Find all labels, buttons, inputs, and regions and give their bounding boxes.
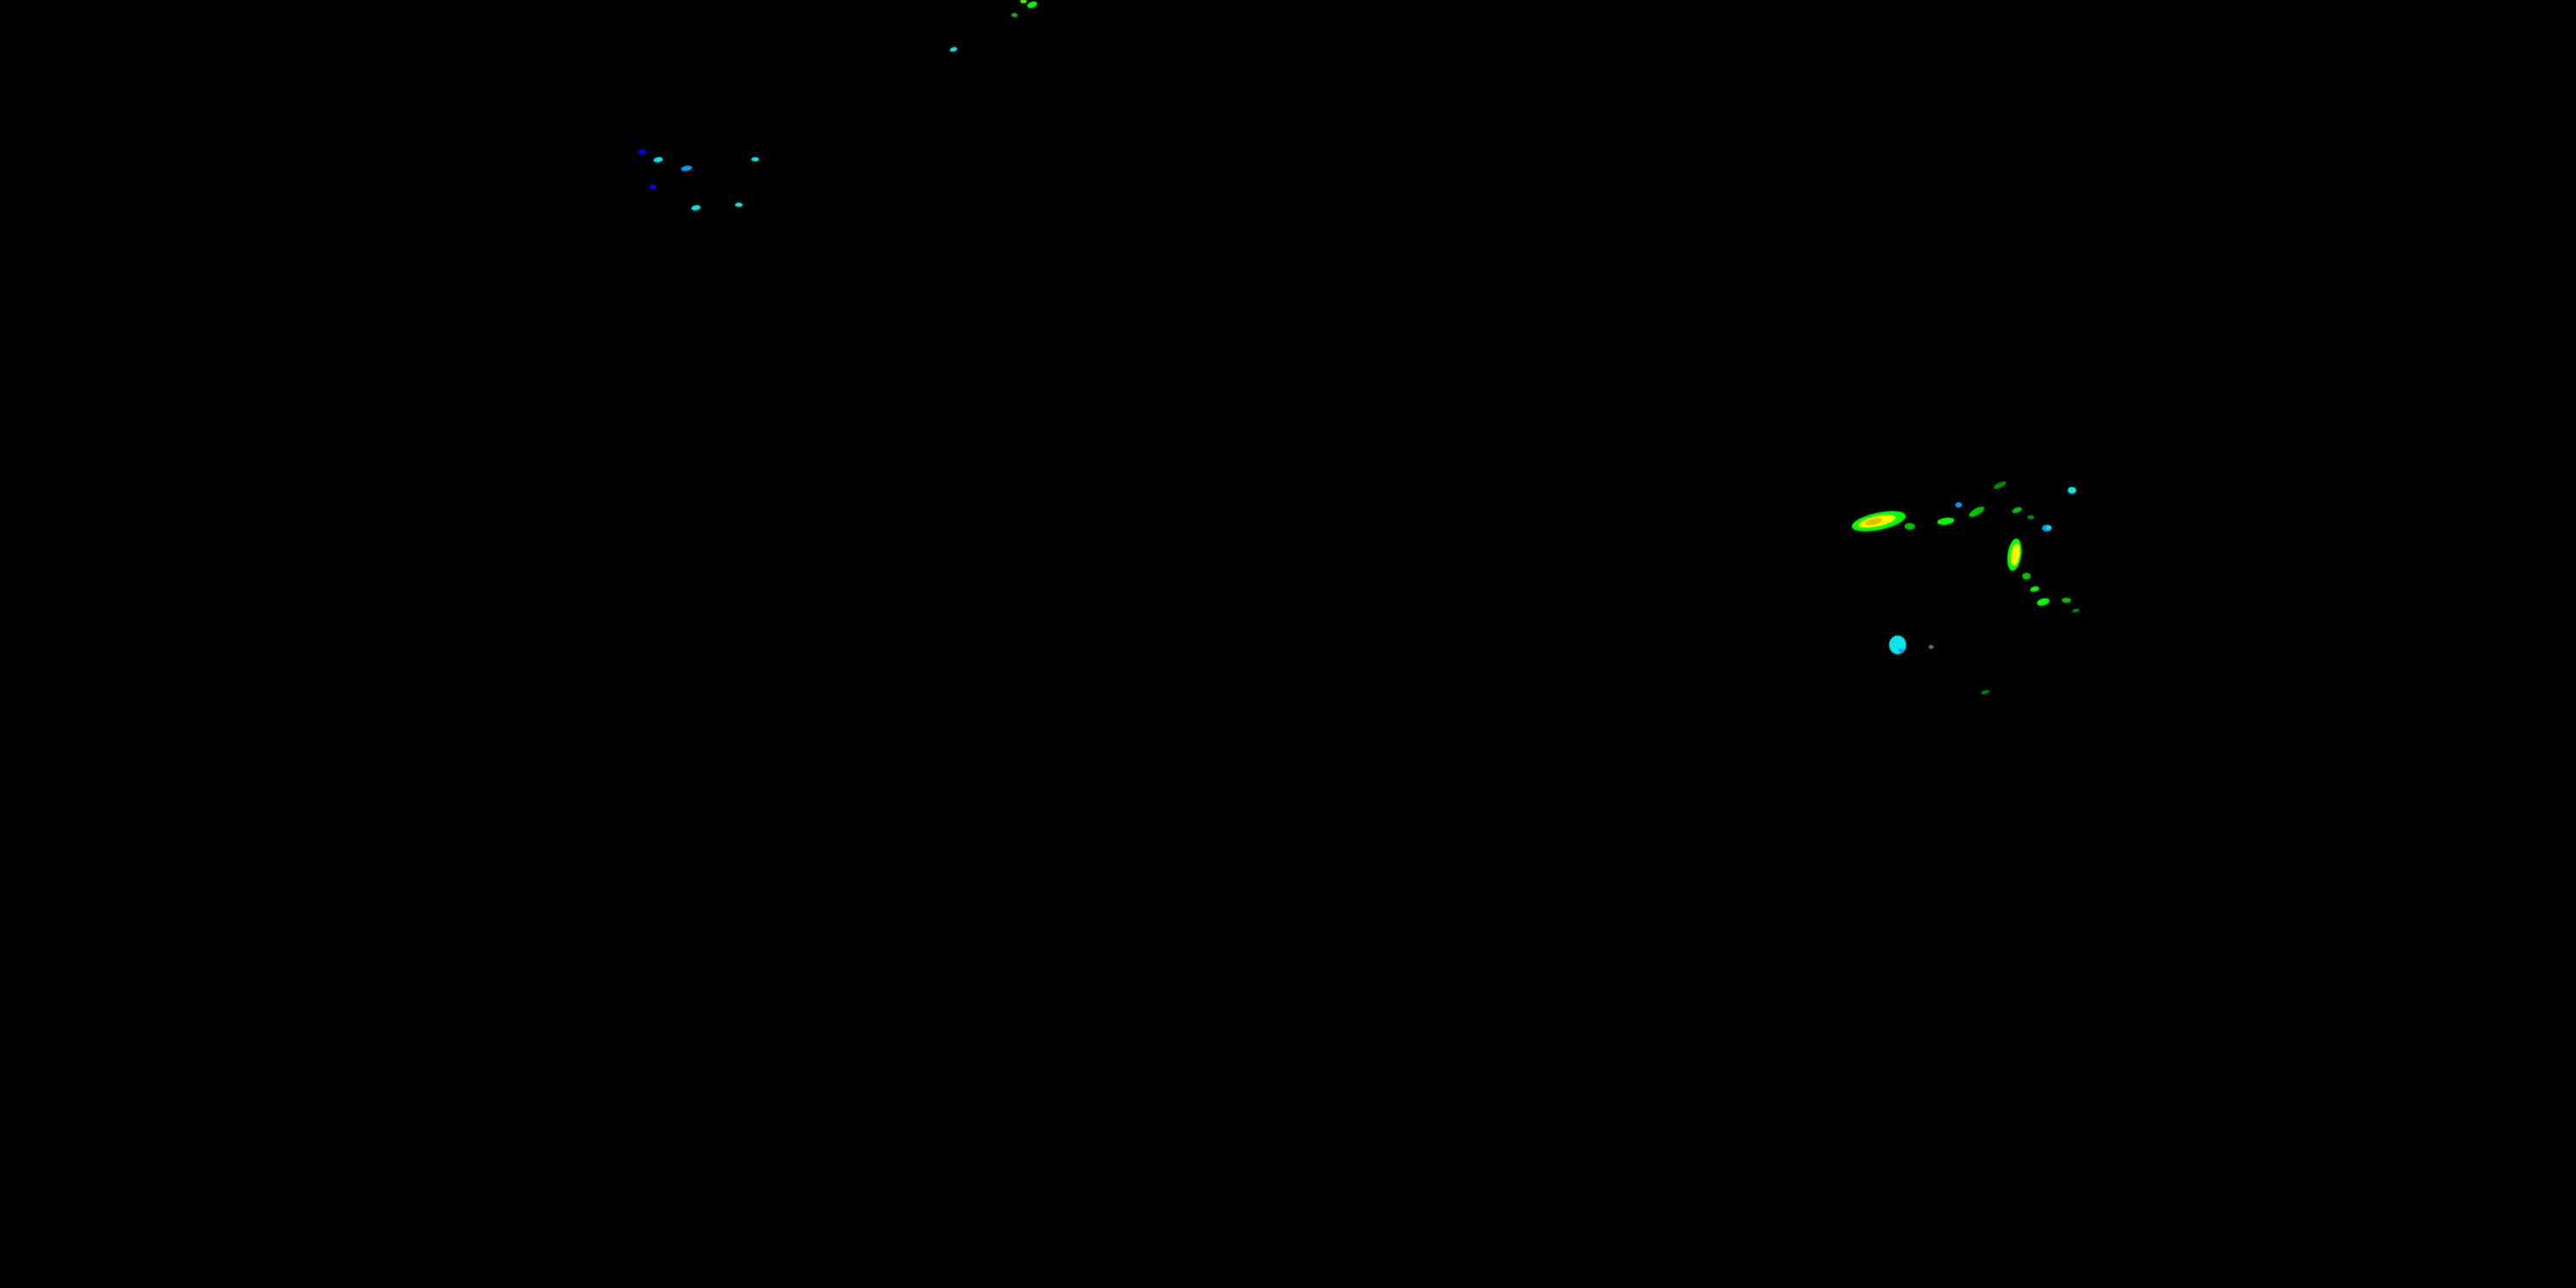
radar-echo: [1026, 0, 1038, 9]
radar-echo: [1899, 647, 1904, 653]
radar-echo: [2027, 514, 2034, 519]
radar-echo: [690, 204, 701, 211]
radar-echo: [2028, 585, 2040, 593]
radar-echo: [2061, 598, 2071, 603]
radar-echo: [1967, 504, 1986, 519]
radar-echo: [653, 156, 663, 163]
radar-echo: [1980, 689, 1990, 696]
radar-echo: [1011, 12, 1018, 17]
radar-echo: [750, 156, 759, 161]
radar-echo: [1992, 479, 2008, 491]
radar-echo: [2035, 597, 2050, 607]
radar-echo: [1929, 644, 1934, 649]
radar-echo: [1889, 635, 1906, 654]
radar-echo: [1020, 0, 1027, 3]
radar-echo: [949, 46, 957, 52]
radar-echo: [649, 184, 656, 189]
radar-echo: [638, 149, 647, 155]
radar-echo: [680, 164, 692, 173]
radar-echo: [734, 202, 743, 207]
radar-echo: [2011, 506, 2023, 514]
radar-echo: [2046, 525, 2051, 530]
radar-echo: [1905, 523, 1915, 530]
radar-echo: [1955, 502, 1962, 507]
radar-echo: [2071, 608, 2080, 613]
radar-echo: [2022, 573, 2031, 580]
radar-echo: [2068, 487, 2076, 494]
radar-echo: [1936, 516, 1955, 526]
